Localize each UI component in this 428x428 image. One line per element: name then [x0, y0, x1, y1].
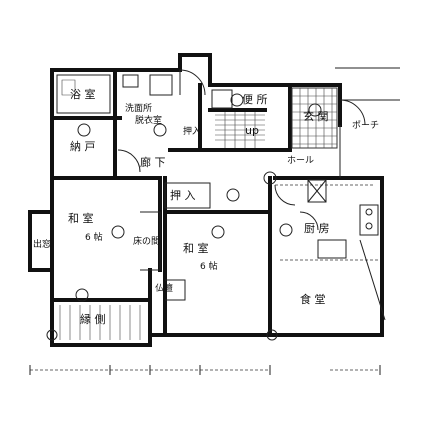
label-kitchen: 厨 房	[304, 222, 330, 235]
label-washitsu-center-1: 和 室	[183, 241, 209, 255]
label-dining: 食 堂	[300, 292, 326, 306]
label-washroom-1: 洗面所	[125, 102, 152, 114]
label-corridor: 廊 下	[140, 155, 166, 169]
label-washitsu-left-2: 6 帖	[85, 231, 103, 243]
dimension-marks	[29, 365, 381, 375]
label-butsudan: 仏壇	[155, 282, 173, 294]
label-washroom-2: 脱衣室	[135, 114, 162, 126]
label-hall: ホール	[287, 155, 314, 166]
label-entrance: 玄 関	[303, 109, 329, 123]
label-bath: 浴 室	[70, 87, 96, 101]
label-washitsu-center-2: 6 帖	[200, 260, 218, 272]
door-swings	[117, 69, 366, 231]
detail-lines	[56, 67, 400, 340]
label-up: up	[245, 124, 259, 137]
interior-walls	[28, 68, 292, 347]
label-washitsu-left-1: 和 室	[68, 211, 94, 225]
label-porch: ポーチ	[352, 120, 379, 131]
label-toilet: 便 所	[242, 93, 268, 106]
label-demado: 出窓	[33, 238, 51, 250]
fixture-circles	[46, 93, 322, 341]
label-closet-mid: 押 入	[170, 188, 196, 202]
label-engawa: 縁 側	[80, 312, 106, 326]
label-storage: 納 戸	[70, 140, 96, 153]
label-closet-top: 押入	[183, 125, 201, 137]
label-tokonoma: 床の間	[133, 235, 160, 247]
